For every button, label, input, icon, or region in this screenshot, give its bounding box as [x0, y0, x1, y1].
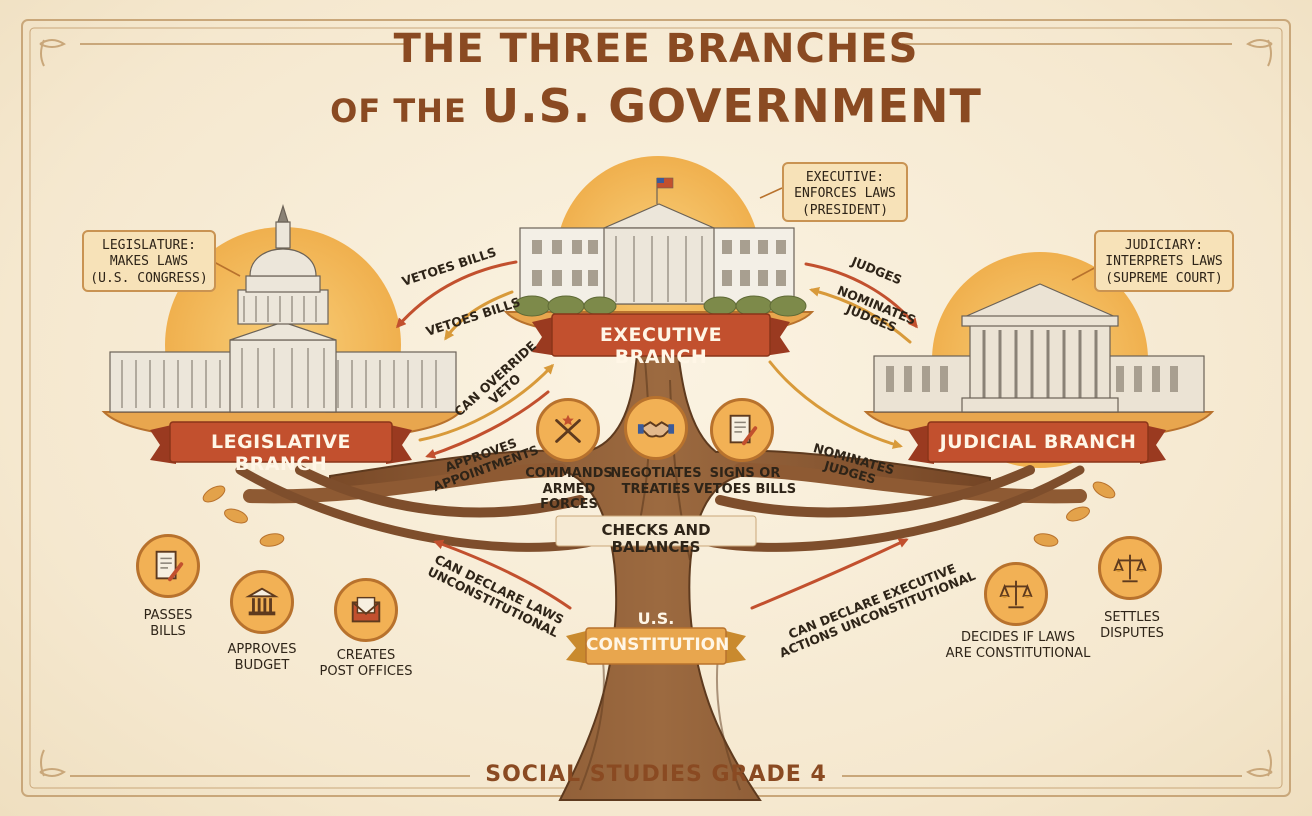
caption-line: APPROVES	[227, 642, 297, 657]
white-house-illustration	[513, 177, 807, 317]
envelope-icon	[334, 578, 398, 642]
handshake-icon	[624, 396, 688, 460]
callout-line: EXECUTIVE:	[805, 170, 885, 185]
callout-line: MAKES LAWS	[109, 254, 189, 270]
callout-line: (SUPREME COURT)	[1105, 270, 1223, 286]
capitol-building-illustration	[109, 203, 457, 413]
power-approves-budget: APPROVES BUDGET	[212, 642, 312, 673]
caption-line: SIGNS OR	[709, 466, 781, 481]
legislative-branch-label: LEGISLATIVE BRANCH	[211, 431, 351, 475]
caption-line: POST OFFICES	[319, 663, 413, 679]
supreme-court-illustration	[873, 283, 1205, 413]
arrow-override-veto	[418, 363, 555, 442]
executive-branch-label: EXECUTIVE BRANCH	[599, 324, 723, 368]
arrow-declare-executive	[750, 538, 909, 610]
arrow-declare-laws	[433, 539, 572, 610]
caption-line: CREATES	[336, 648, 396, 663]
power-passes-bills: PASSES BILLS	[118, 608, 218, 639]
title-line-2-main: U.S. GOVERNMENT	[481, 79, 982, 133]
leaves	[202, 481, 1116, 547]
arrow-judges	[804, 262, 918, 329]
callout-line: INTERPRETS LAWS	[1105, 254, 1223, 270]
scales-icon	[1098, 536, 1162, 600]
caption-line: VETOES BILLS	[693, 481, 797, 497]
executive-callout: EXECUTIVE: ENFORCES LAWS (PRESIDENT)	[782, 162, 908, 222]
power-decides-if-laws-constitutional: DECIDES IF LAWS ARE CONSTITUTIONAL	[940, 630, 1096, 661]
arrow-nominates-judges-bottom	[768, 360, 903, 449]
legislative-banner-ribbon	[150, 421, 412, 464]
legislature-callout: LEGISLATURE: MAKES LAWS (U.S. CONGRESS)	[82, 230, 216, 292]
callout-line: ENFORCES LAWS	[794, 186, 896, 202]
callout-line: JUDICIARY:	[1124, 238, 1204, 253]
bank-building-icon	[230, 570, 294, 634]
constitution-label: CONSTITUTION	[586, 635, 730, 655]
power-signs-or-vetoes-bills: SIGNS OR VETOES BILLS	[690, 466, 800, 497]
footer-label: SOCIAL STUDIES GRADE 4	[485, 762, 827, 787]
caption-line: NEGOTIATES	[610, 466, 702, 481]
scales-icon	[984, 562, 1048, 626]
callout-line: (U.S. CONGRESS)	[90, 270, 208, 286]
caption-line: COMMANDS	[525, 466, 613, 481]
constitution-label-us: U.S.	[637, 609, 675, 628]
check-arrows	[396, 260, 918, 610]
constitution-ribbon	[566, 627, 746, 665]
caption-line: BILLS	[150, 623, 186, 639]
caption-line: DECIDES IF LAWS	[960, 630, 1076, 645]
judicial-banner-ribbon	[908, 421, 1166, 464]
document-pen-icon	[710, 398, 774, 462]
title-line-2-prefix: OF THE	[330, 92, 467, 130]
callout-line: LEGISLATURE:	[102, 238, 196, 253]
caption-line: SETTLES	[1104, 610, 1160, 625]
title-line-1: THE THREE BRANCHES	[393, 26, 919, 72]
power-creates-post-offices: CREATES POST OFFICES	[310, 648, 422, 679]
callout-line: (PRESIDENT)	[801, 202, 889, 218]
executive-banner-ribbon	[532, 313, 790, 357]
caption-line: PASSES	[143, 608, 193, 623]
crossed-rifles-icon	[536, 398, 600, 462]
judicial-branch-label: JUDICIAL BRANCH	[939, 431, 1137, 453]
arrow-nominates-judges-top	[809, 286, 912, 344]
caption-line: DISPUTES	[1100, 625, 1164, 641]
judiciary-callout: JUDICIARY: INTERPRETS LAWS (SUPREME COUR…	[1094, 230, 1234, 292]
power-settles-disputes: SETTLES DISPUTES	[1080, 610, 1184, 641]
power-negotiates-treaties: NEGOTIATES TREATIES	[606, 466, 706, 497]
caption-line: ARMED FORCES	[540, 481, 598, 513]
caption-line: TREATIES	[621, 481, 691, 497]
caption-line: ARE CONSTITUTIONAL	[945, 645, 1091, 661]
power-commands-armed-forces: COMMANDS ARMED FORCES	[514, 466, 624, 513]
arrow-vetoes-bills-top	[396, 260, 518, 329]
callout-pointers	[213, 187, 1099, 281]
checks-and-balances-label: CHECKS AND BALANCES	[601, 521, 711, 557]
checks-ribbon	[555, 515, 757, 547]
arrow-approves-appointments	[425, 390, 550, 459]
title-line-2: OF THE U.S. GOVERNMENT	[330, 80, 982, 133]
arrow-vetoes-bills-bottom	[444, 290, 514, 341]
document-pen-icon	[136, 534, 200, 598]
caption-line: BUDGET	[234, 657, 290, 673]
